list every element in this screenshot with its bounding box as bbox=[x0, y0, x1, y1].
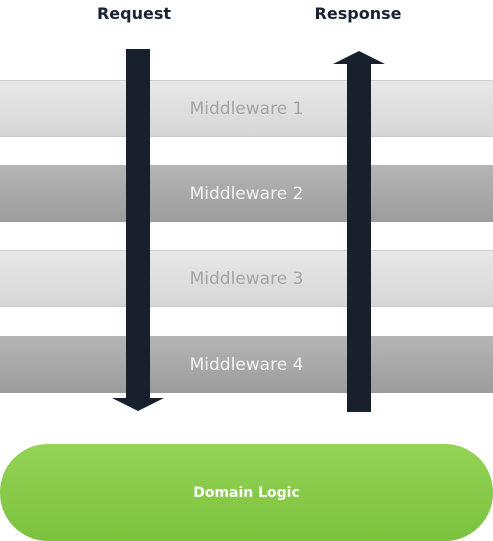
domain-logic-core: Domain Logic bbox=[0, 444, 493, 541]
middleware-3-layer: Middleware 3 bbox=[0, 250, 493, 307]
request-heading: Request bbox=[96, 4, 172, 23]
middleware-1-layer: Middleware 1 bbox=[0, 80, 493, 137]
response-heading: Response bbox=[314, 4, 402, 23]
middleware-3-label: Middleware 3 bbox=[189, 268, 304, 289]
middleware-4-label: Middleware 4 bbox=[189, 354, 304, 375]
response-up-arrow-icon bbox=[333, 51, 385, 412]
domain-logic-label: Domain Logic bbox=[193, 484, 300, 501]
middleware-4-layer: Middleware 4 bbox=[0, 336, 493, 393]
request-down-arrow-icon bbox=[112, 49, 164, 411]
middleware-1-label: Middleware 1 bbox=[189, 98, 304, 119]
middleware-2-label: Middleware 2 bbox=[189, 183, 304, 204]
middleware-2-layer: Middleware 2 bbox=[0, 165, 493, 222]
